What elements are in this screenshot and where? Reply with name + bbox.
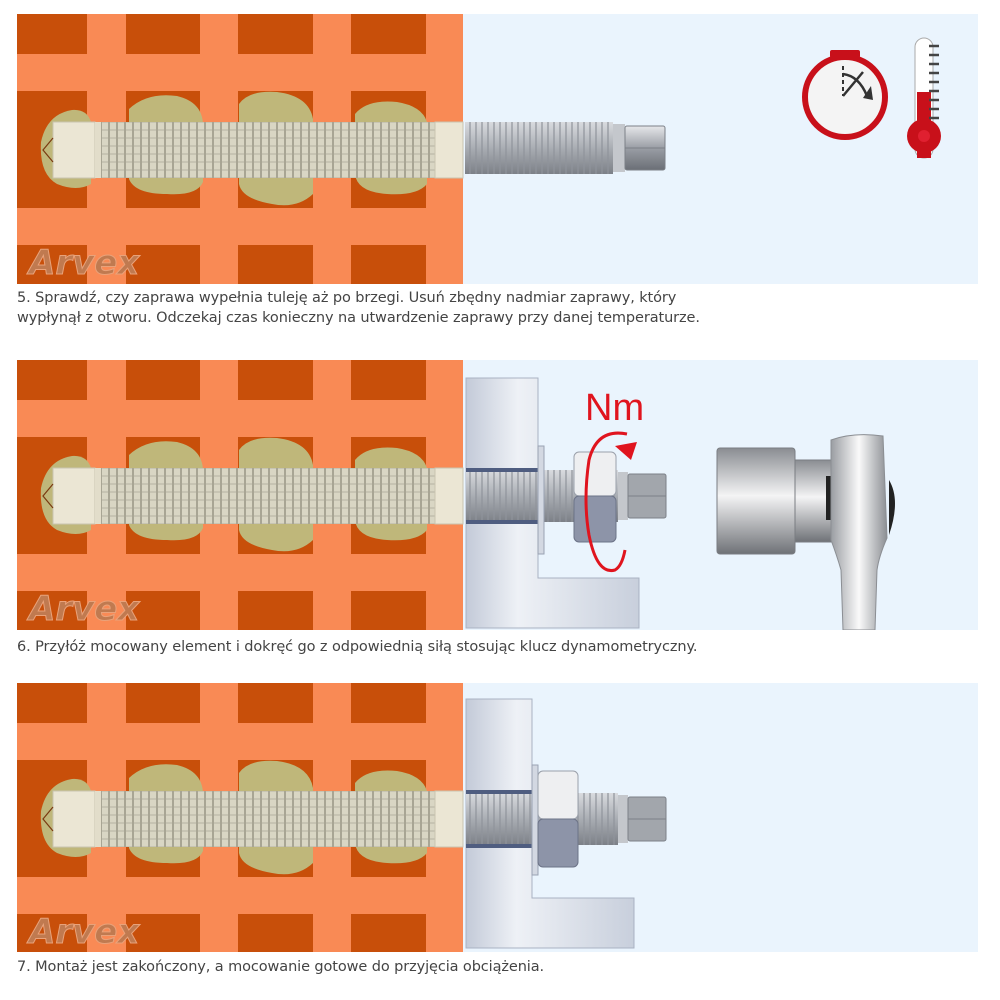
torque-label: Nm — [585, 387, 644, 429]
stopwatch-icon — [802, 50, 888, 140]
rotation-arrow-icon — [584, 431, 637, 573]
washer — [537, 445, 545, 555]
mesh-sleeve — [42, 467, 464, 525]
angle-bracket — [465, 698, 635, 949]
threaded-rod — [466, 468, 667, 524]
logo: Arvex — [26, 243, 140, 283]
step-7-illustration: Arvex — [17, 683, 978, 952]
step-6-drawing: Nm Arvex — [17, 360, 895, 630]
thermometer-icon — [907, 37, 941, 159]
logo: Arvex — [26, 589, 140, 629]
mesh-sleeve — [42, 121, 464, 179]
washer — [531, 764, 539, 876]
hex-nut — [537, 770, 579, 868]
step-6-caption: 6. Przyłóż mocowany element i dokręć go … — [17, 639, 698, 655]
step-5-illustration: Arvex — [17, 14, 978, 284]
hex-nut — [573, 451, 617, 543]
torque-wrench-icon — [716, 434, 895, 630]
step-5-drawing: Arvex — [17, 14, 941, 284]
step-7-drawing: Arvex — [17, 683, 667, 952]
step-5-caption: 5. Sprawdź, czy zaprawa wypełnia tuleję … — [17, 288, 992, 328]
step-5-caption-line-2: wypłynął z otworu. Odczekaj czas koniecz… — [17, 310, 700, 326]
step-6-illustration: Nm Arvex — [17, 360, 978, 630]
angle-bracket — [465, 377, 640, 629]
logo: Arvex — [26, 912, 140, 952]
brick-wall — [17, 683, 463, 952]
step-7-caption: 7. Montaż jest zakończony, a mocowanie g… — [17, 959, 545, 975]
threaded-rod — [465, 122, 666, 174]
step-5-caption-line-1: 5. Sprawdź, czy zaprawa wypełnia tuleję … — [17, 290, 677, 306]
mesh-sleeve — [42, 790, 464, 848]
